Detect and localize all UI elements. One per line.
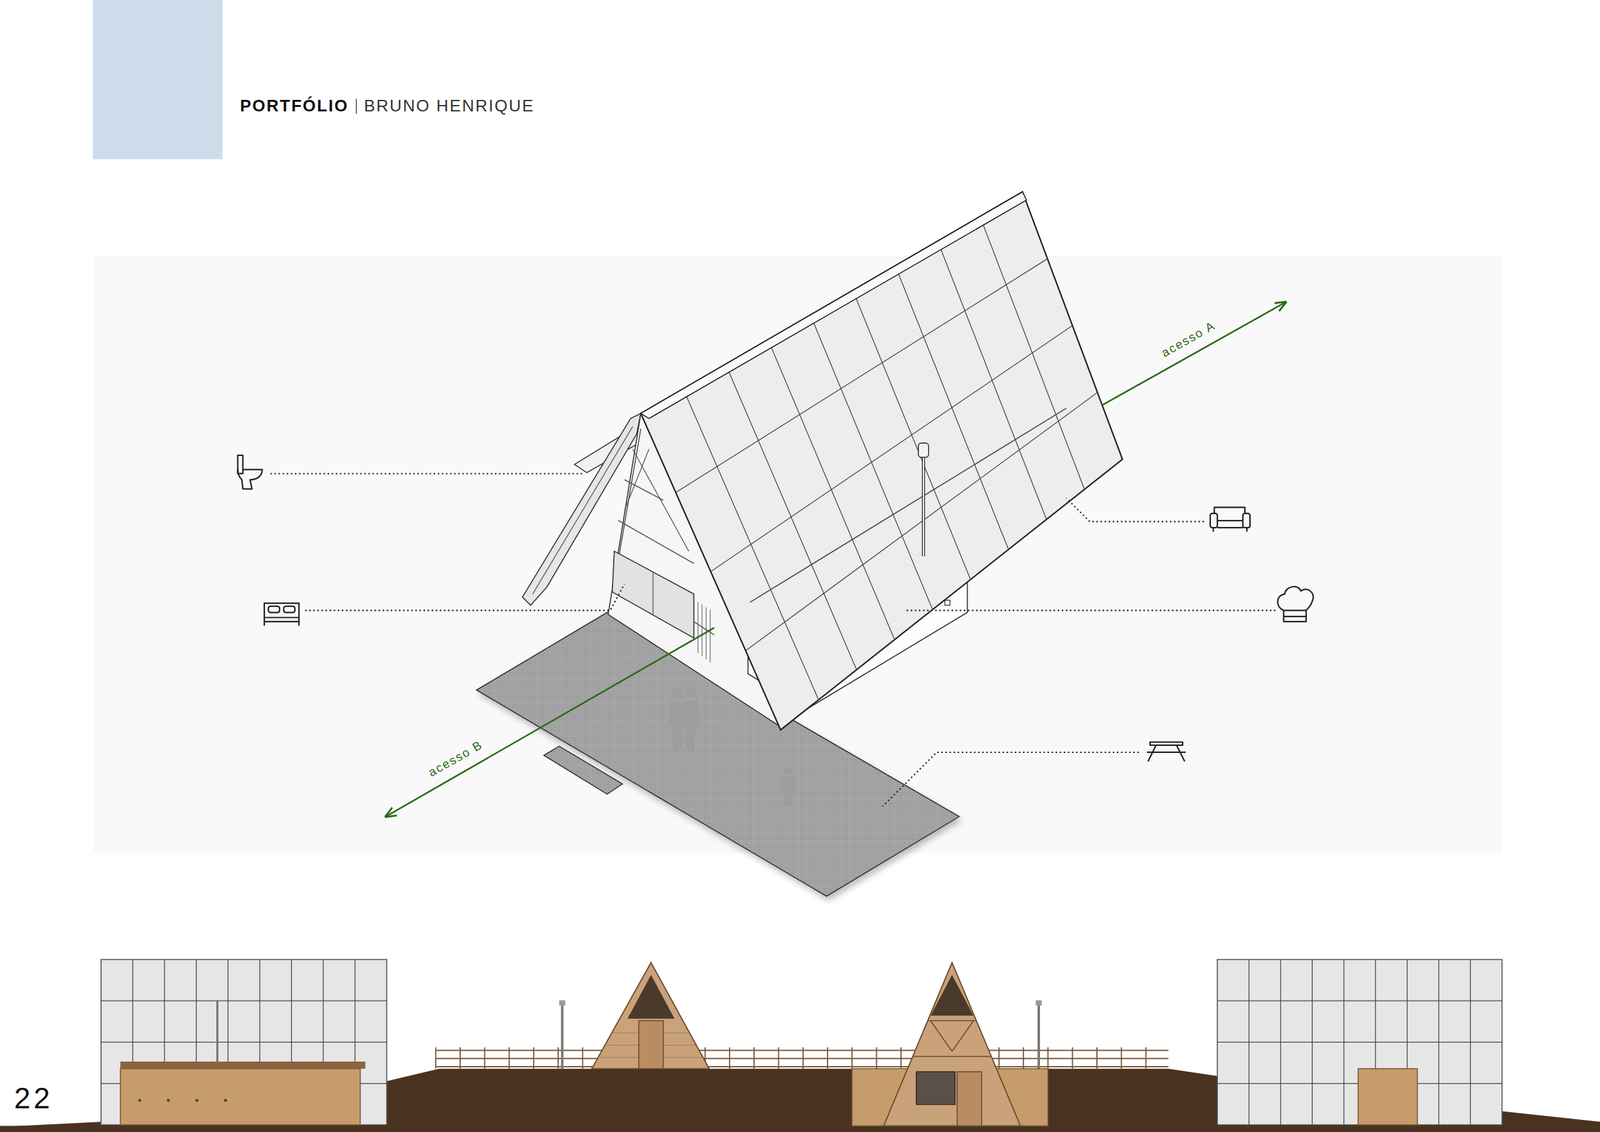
window — [612, 551, 695, 639]
people — [668, 686, 796, 806]
ridge — [640, 192, 1027, 419]
header-block — [92, 0, 223, 160]
toilet-icon — [237, 455, 262, 489]
access-label: acesso B — [426, 737, 486, 780]
ground — [0, 1068, 1600, 1132]
page-number: 22 — [14, 1080, 54, 1115]
a-frame-elevation — [592, 961, 710, 1069]
bed-icon — [264, 602, 299, 626]
chimney-cap — [918, 442, 929, 457]
deck-step — [544, 745, 623, 794]
title-separator — [355, 98, 357, 114]
access-arrow — [385, 627, 715, 816]
picnic-table-icon — [1146, 741, 1186, 761]
fence — [435, 1047, 1169, 1069]
sofa-icon — [1210, 506, 1250, 532]
author-name: BRUNO HENRIQUE — [364, 96, 535, 116]
right-elevation — [1217, 959, 1503, 1125]
leader-lines — [270, 473, 1276, 807]
access-label: acesso A — [1159, 318, 1218, 360]
portfolio-title: PORTFÓLIO — [240, 96, 349, 116]
left-elevation — [101, 959, 387, 1125]
chef-hat-icon — [1277, 586, 1314, 622]
a-frame-elevation — [851, 961, 1048, 1126]
roof-plane — [640, 192, 1123, 730]
access-arrow — [1102, 302, 1286, 406]
